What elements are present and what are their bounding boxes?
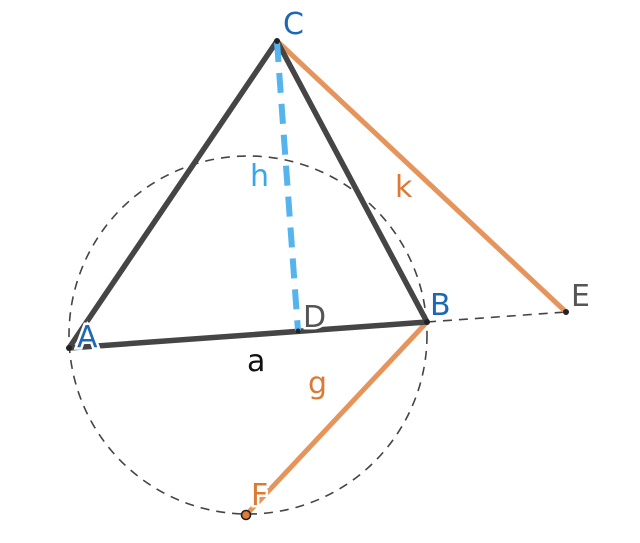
segment-k	[274, 38, 569, 315]
label-segment-a: a	[247, 344, 265, 379]
label-d: D	[303, 300, 326, 335]
label-segment-g: g	[308, 366, 327, 401]
point-b-dot	[424, 319, 430, 325]
label-e: E	[571, 279, 590, 314]
triangle-abc	[66, 38, 430, 351]
point-c-dot	[274, 38, 280, 44]
label-f: F	[251, 478, 268, 513]
dashed-circle	[68, 155, 428, 515]
point-f-dot	[240, 509, 252, 521]
segment-g	[243, 319, 430, 518]
point-e-dot	[563, 309, 569, 315]
label-b: B	[430, 288, 451, 323]
label-a: A	[77, 320, 98, 355]
dashed-extension-b-e	[426, 311, 567, 323]
label-c: C	[283, 7, 304, 42]
label-segment-h: h	[250, 159, 269, 194]
label-segment-k: k	[395, 170, 413, 205]
point-a-dot	[66, 345, 72, 351]
point-d-dot	[295, 328, 301, 334]
height-c-d	[274, 41, 301, 332]
